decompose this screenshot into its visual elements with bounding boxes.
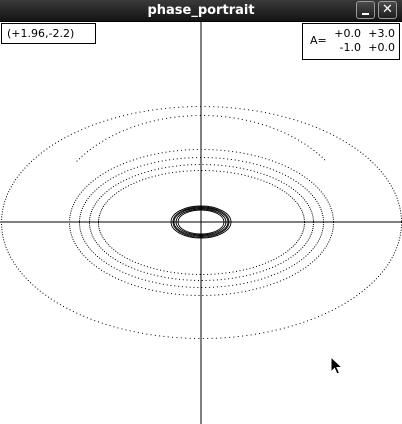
matrix-display: A= +0.0 +3.0 -1.0 +0.0 bbox=[302, 23, 400, 60]
close-button[interactable]: ✕ bbox=[378, 1, 397, 19]
trajectory-arc bbox=[76, 115, 326, 162]
close-icon: ✕ bbox=[382, 2, 393, 17]
trajectory-mid-1 bbox=[69, 149, 334, 296]
matrix-label: A= bbox=[310, 34, 327, 47]
window-title: phase_portrait bbox=[147, 3, 255, 18]
title-bar[interactable]: phase_portrait ✕ bbox=[0, 0, 402, 22]
phase-plane-canvas[interactable] bbox=[0, 22, 402, 424]
trajectory-mid-4 bbox=[98, 170, 305, 275]
matrix-cell-a12: +3.0 bbox=[368, 27, 395, 40]
minimize-icon bbox=[362, 13, 369, 15]
cursor-coordinate-readout: (+1.96,-2.2) bbox=[1, 23, 96, 44]
minimize-button[interactable] bbox=[356, 1, 375, 19]
matrix-cell-a11: +0.0 bbox=[334, 27, 361, 40]
trajectory-outer bbox=[1, 106, 402, 339]
mouse-pointer-icon bbox=[330, 356, 344, 375]
trajectories bbox=[1, 106, 402, 339]
matrix-cell-a21: -1.0 bbox=[339, 41, 361, 54]
trajectory-mid-3 bbox=[89, 164, 314, 281]
matrix-cell-a22: +0.0 bbox=[368, 41, 395, 54]
trajectory-mid-2 bbox=[79, 157, 324, 288]
